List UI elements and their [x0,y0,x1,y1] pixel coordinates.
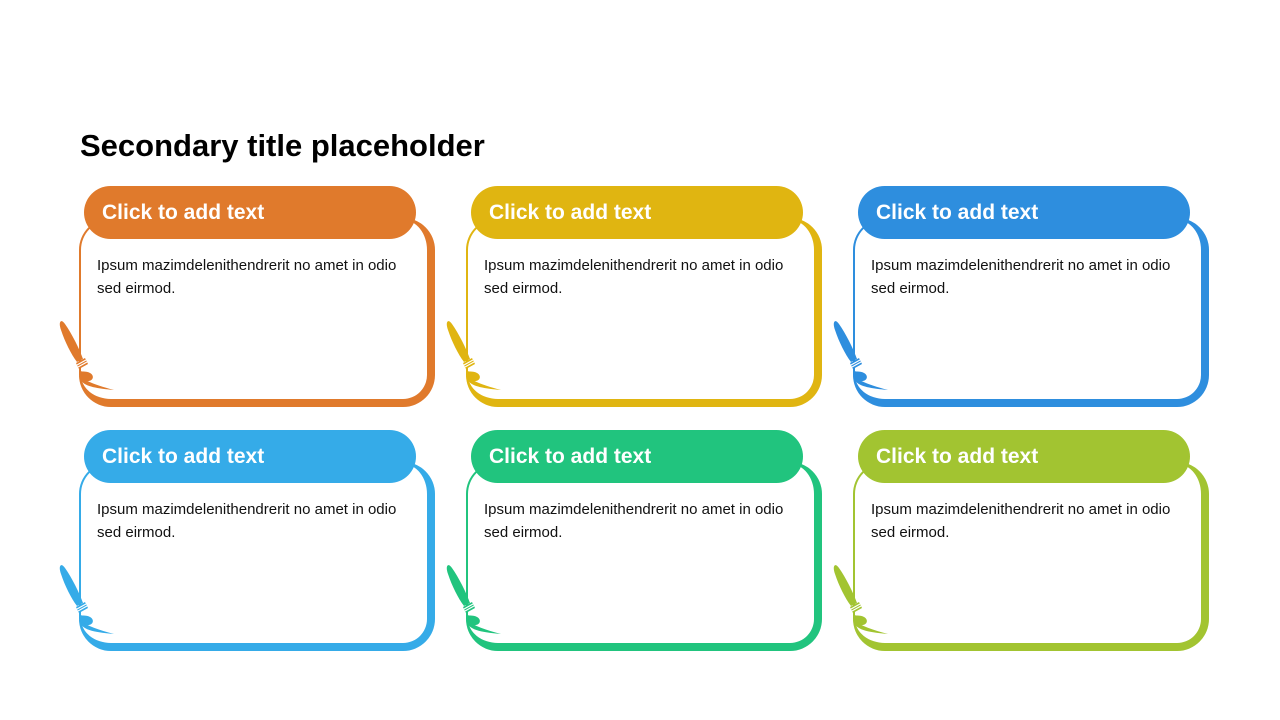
card-frame [466,462,822,651]
card-heading[interactable]: Click to add text [84,186,416,239]
card-frame [79,462,435,651]
text-card: Click to add text Ipsum mazimdelenithend… [59,430,439,655]
paintbrush-icon [59,321,114,390]
paintbrush-icon [833,565,888,634]
card-body-text[interactable]: Ipsum mazimdelenithendrerit no amet in o… [97,257,397,297]
paintbrush-icon [59,565,114,634]
paintbrush-icon [446,321,501,390]
paintbrush-icon [833,321,888,390]
card-heading[interactable]: Click to add text [858,430,1190,483]
text-card: Click to add text Ipsum mazimdelenithend… [446,186,826,411]
card-frame [853,462,1209,651]
card-frame [79,218,435,407]
card-heading[interactable]: Click to add text [84,430,416,483]
card-frame [853,218,1209,407]
card-frame [466,218,822,407]
card-body-text[interactable]: Ipsum mazimdelenithendrerit no amet in o… [484,257,784,297]
text-card: Click to add text Ipsum mazimdelenithend… [833,186,1213,411]
card-heading[interactable]: Click to add text [471,430,803,483]
paintbrush-icon [446,565,501,634]
page-title[interactable]: Secondary title placeholder [80,128,485,163]
text-card: Click to add text Ipsum mazimdelenithend… [59,186,439,411]
card-body-text[interactable]: Ipsum mazimdelenithendrerit no amet in o… [871,257,1171,297]
card-heading[interactable]: Click to add text [858,186,1190,239]
card-body-text[interactable]: Ipsum mazimdelenithendrerit no amet in o… [871,501,1171,541]
card-body-text[interactable]: Ipsum mazimdelenithendrerit no amet in o… [97,501,397,541]
text-card: Click to add text Ipsum mazimdelenithend… [833,430,1213,655]
text-card: Click to add text Ipsum mazimdelenithend… [446,430,826,655]
card-body-text[interactable]: Ipsum mazimdelenithendrerit no amet in o… [484,501,784,541]
card-heading[interactable]: Click to add text [471,186,803,239]
